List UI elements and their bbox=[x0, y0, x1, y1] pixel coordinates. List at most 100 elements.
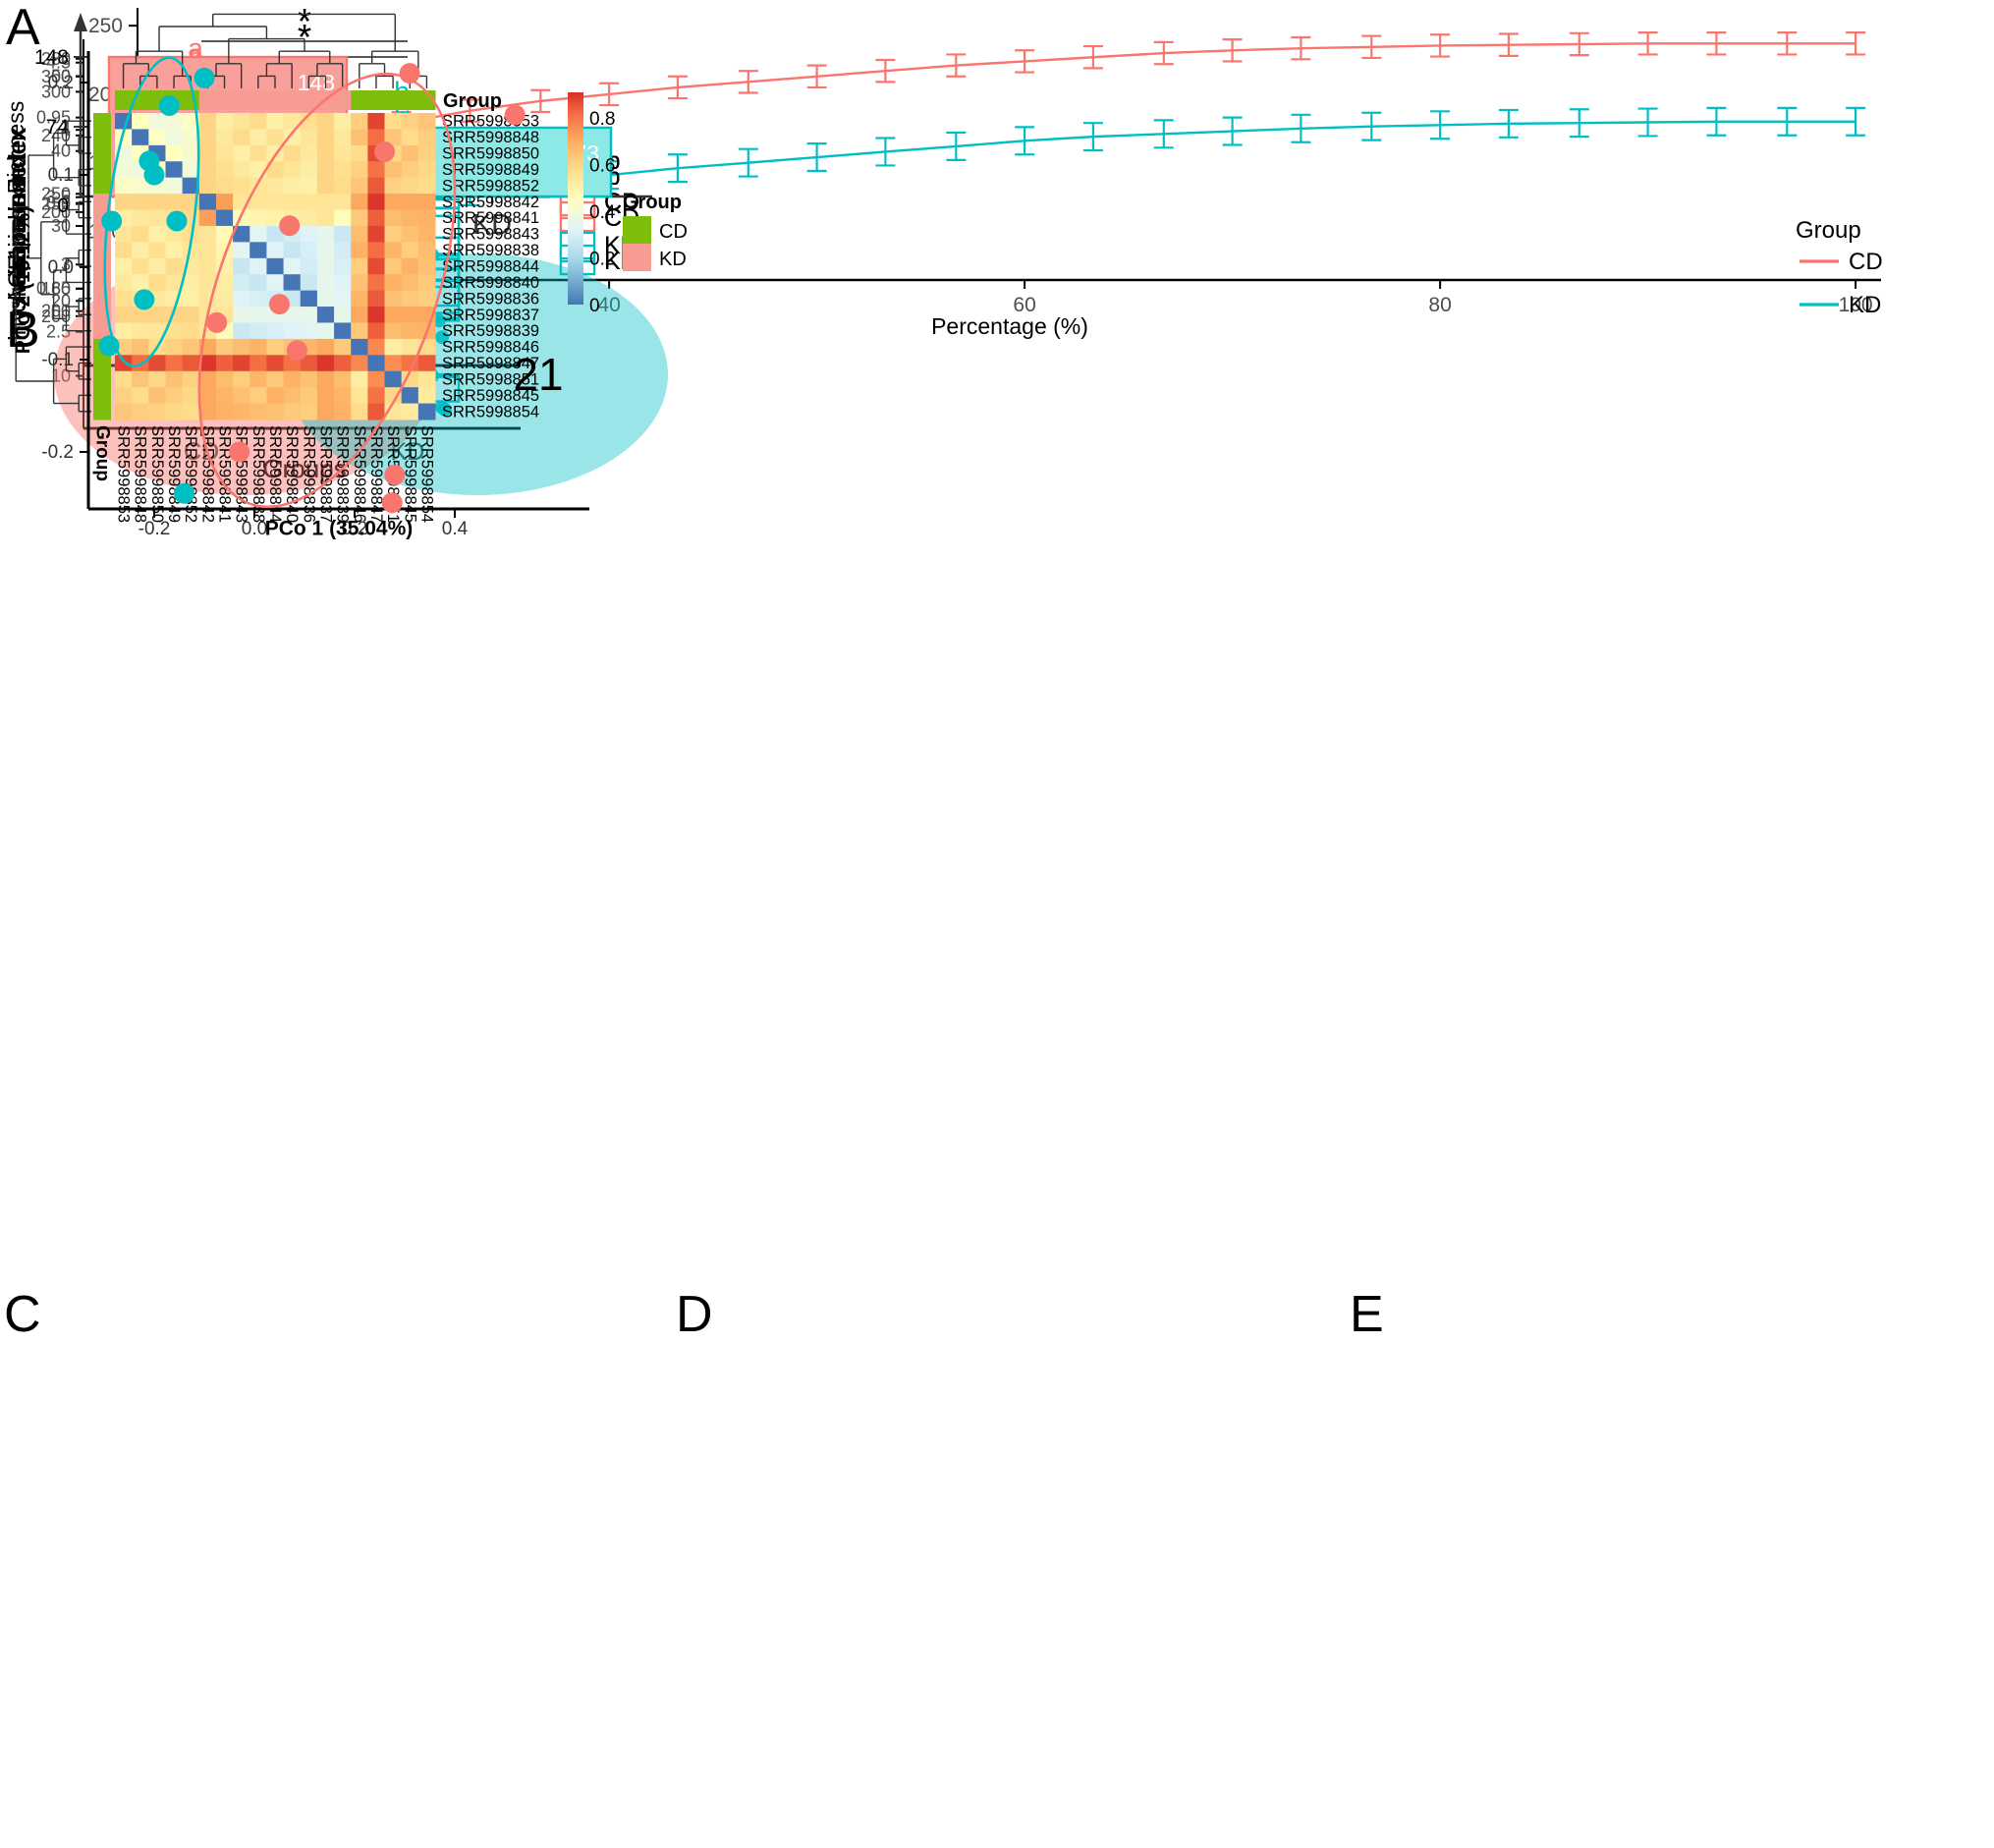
left-annotation-bar bbox=[93, 113, 111, 420]
svg-text:-0.2: -0.2 bbox=[138, 519, 171, 539]
svg-text:200: 200 bbox=[41, 302, 71, 321]
svg-text:SRR5998837: SRR5998837 bbox=[442, 307, 539, 324]
svg-text:0: 0 bbox=[57, 195, 69, 217]
pcoa-series-kd bbox=[98, 56, 215, 504]
svg-text:200: 200 bbox=[41, 202, 71, 222]
svg-text:SRR5998851: SRR5998851 bbox=[442, 370, 539, 388]
svg-text:SRR5998838: SRR5998838 bbox=[442, 242, 539, 259]
svg-text:SRR5998846: SRR5998846 bbox=[442, 339, 539, 357]
svg-text:KD: KD bbox=[391, 438, 425, 466]
svg-text:0.4: 0.4 bbox=[589, 202, 616, 223]
svg-text:SRR5998850: SRR5998850 bbox=[442, 145, 539, 163]
svg-text:SRR5998838: SRR5998838 bbox=[249, 425, 267, 523]
svg-text:280: 280 bbox=[41, 49, 71, 69]
svg-text:KD: KD bbox=[391, 438, 425, 466]
svg-text:SRR5998848: SRR5998848 bbox=[442, 129, 539, 146]
svg-text:SRR5998837: SRR5998837 bbox=[316, 425, 334, 523]
sig-star: * bbox=[298, 17, 311, 57]
legend-title: Group bbox=[1796, 217, 1861, 244]
svg-text:100: 100 bbox=[1839, 294, 1873, 316]
venn-right-count: 21 bbox=[513, 349, 563, 400]
svg-text:200: 200 bbox=[41, 307, 71, 326]
pcoa-series-cd bbox=[197, 63, 526, 514]
svg-text:KD: KD bbox=[1849, 292, 1881, 318]
svg-text:148: 148 bbox=[34, 46, 69, 69]
svg-text:40: 40 bbox=[597, 294, 620, 316]
panel-label-d: D bbox=[676, 1286, 713, 1343]
svg-text:SRR5998852: SRR5998852 bbox=[442, 177, 539, 195]
sig-star: * bbox=[298, 17, 311, 57]
legend-title: Group bbox=[623, 192, 682, 213]
svg-text:4.5: 4.5 bbox=[46, 53, 71, 73]
svg-text:SRR5998846: SRR5998846 bbox=[351, 425, 368, 523]
svg-text:SRR5998840: SRR5998840 bbox=[283, 425, 301, 523]
svg-text:SRR5998840: SRR5998840 bbox=[442, 274, 539, 292]
svg-text:SRR5998848: SRR5998848 bbox=[132, 425, 149, 523]
svg-text:KD: KD bbox=[659, 249, 687, 270]
svg-text:160: 160 bbox=[41, 279, 71, 299]
svg-text:0.6: 0.6 bbox=[589, 156, 615, 177]
svg-text:SRR5998836: SRR5998836 bbox=[442, 290, 539, 308]
svg-text:SRR5998843: SRR5998843 bbox=[442, 226, 539, 244]
svg-text:240: 240 bbox=[41, 126, 71, 145]
svg-text:250: 250 bbox=[88, 15, 123, 37]
colorbar: 0.8 0.6 0.4 0.2 0 bbox=[568, 92, 616, 316]
svg-text:SRR5998847: SRR5998847 bbox=[442, 355, 539, 372]
svg-text:0.0: 0.0 bbox=[48, 257, 74, 278]
svg-text:0.1: 0.1 bbox=[48, 165, 74, 186]
ylabel: invsimpson index bbox=[4, 152, 31, 341]
svg-text:0: 0 bbox=[589, 296, 600, 316]
ylabel: chao1 index bbox=[4, 180, 31, 312]
svg-text:SRR5998842: SRR5998842 bbox=[442, 194, 539, 211]
panel-a-xlabel: Percentage (%) bbox=[931, 313, 1088, 339]
svg-text:80: 80 bbox=[1428, 294, 1451, 316]
svg-text:SRR5998836: SRR5998836 bbox=[300, 425, 317, 523]
svg-text:-0.2: -0.2 bbox=[41, 442, 74, 463]
svg-text:SRR5998854: SRR5998854 bbox=[417, 425, 435, 523]
svg-text:40: 40 bbox=[51, 141, 71, 161]
left-annot-label: Group bbox=[92, 425, 113, 481]
svg-text:SRR5998853: SRR5998853 bbox=[115, 425, 133, 523]
svg-text:0.9: 0.9 bbox=[46, 194, 71, 213]
top-annot-label: Group bbox=[443, 90, 502, 112]
svg-text:2.5: 2.5 bbox=[46, 322, 71, 342]
svg-text:SRR5998841: SRR5998841 bbox=[216, 425, 234, 523]
svg-text:SRR5998854: SRR5998854 bbox=[442, 403, 539, 420]
svg-text:SRR5998844: SRR5998844 bbox=[442, 258, 539, 276]
svg-text:0.2: 0.2 bbox=[48, 73, 74, 93]
svg-text:CD: CD bbox=[184, 438, 219, 466]
svg-text:SRR5998849: SRR5998849 bbox=[442, 161, 539, 179]
svg-text:SRR5998839: SRR5998839 bbox=[442, 322, 539, 340]
svg-text:KD: KD bbox=[391, 438, 425, 466]
svg-text:0.0: 0.0 bbox=[242, 519, 267, 539]
svg-text:-0.1: -0.1 bbox=[41, 350, 74, 370]
svg-text:0.4: 0.4 bbox=[442, 519, 469, 539]
panel-a-ylabel: Richness bbox=[3, 101, 28, 195]
svg-text:SRR5998844: SRR5998844 bbox=[266, 425, 284, 523]
sig-star: * bbox=[298, 1, 311, 41]
svg-text:CD: CD bbox=[184, 438, 219, 466]
pcoa-ylabel: PCo 2 (15.12%) bbox=[12, 206, 34, 355]
svg-text:0.8: 0.8 bbox=[589, 109, 615, 130]
svg-text:0.95: 0.95 bbox=[36, 108, 71, 128]
panel-label-a: A bbox=[6, 0, 40, 56]
sig-star: * bbox=[298, 1, 311, 41]
svg-text:0.2: 0.2 bbox=[589, 250, 615, 270]
panel-label-b: B bbox=[6, 302, 40, 359]
panel-label-c: C bbox=[4, 1286, 41, 1343]
svg-text:3.5: 3.5 bbox=[46, 188, 71, 207]
svg-text:SRR5998845: SRR5998845 bbox=[401, 425, 418, 523]
svg-text:0.2: 0.2 bbox=[342, 519, 367, 539]
svg-text:CD: CD bbox=[1849, 249, 1883, 275]
svg-text:250: 250 bbox=[41, 195, 71, 214]
svg-text:SRR5998841: SRR5998841 bbox=[442, 209, 539, 227]
svg-text:250: 250 bbox=[41, 184, 71, 203]
svg-text:SRR5998839: SRR5998839 bbox=[334, 425, 352, 523]
svg-text:SRR5998850: SRR5998850 bbox=[148, 425, 166, 523]
svg-text:CD: CD bbox=[184, 438, 219, 466]
